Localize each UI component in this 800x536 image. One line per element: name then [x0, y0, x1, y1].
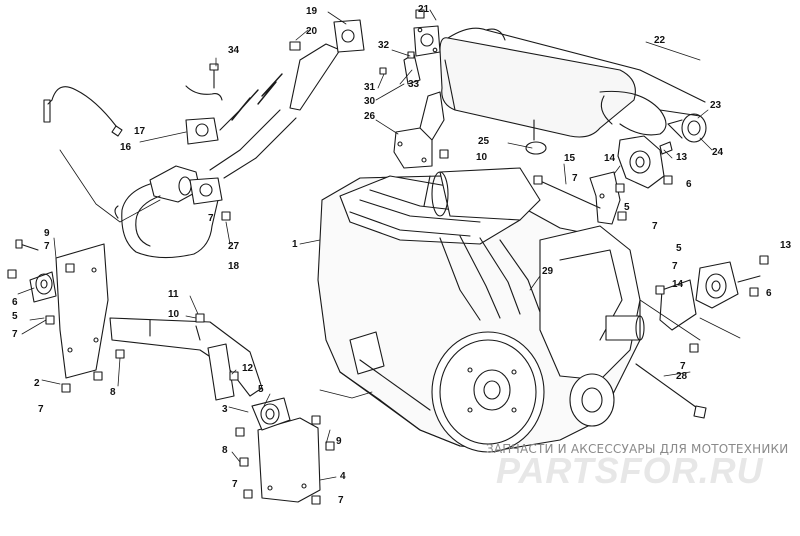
callout-7e: 7 — [338, 495, 344, 506]
callout-13a: 13 — [676, 152, 688, 163]
callout-19: 19 — [306, 6, 318, 17]
callout-7c: 7 — [38, 404, 44, 415]
exhaust-flange-19 — [333, 19, 365, 53]
bolt-34 — [185, 63, 223, 101]
callout-17: 17 — [134, 126, 146, 137]
long-bolt-15 — [533, 175, 601, 209]
callout-10b: 10 — [476, 152, 488, 163]
callout-7j: 7 — [208, 213, 214, 224]
callout-1: 1 — [292, 239, 298, 250]
muffler-inlet-flange — [413, 25, 441, 57]
callout-16: 16 — [120, 142, 132, 153]
watermark-caption: ЗАПЧАСТИ И АКСЕССУАРЫ ДЛЯ МОТОТЕХНИКИ — [486, 442, 789, 456]
callout-34: 34 — [228, 45, 240, 56]
callout-12: 12 — [242, 363, 254, 374]
muffler-isolator — [525, 119, 547, 155]
right-engine-mount — [659, 261, 761, 331]
callout-31: 31 — [364, 82, 376, 93]
callout-21: 21 — [418, 4, 430, 15]
callout-32: 32 — [378, 40, 390, 51]
callout-22: 22 — [654, 35, 666, 46]
exhaust-header — [114, 165, 219, 259]
long-bolt-28 — [635, 363, 707, 419]
rear-mount-bracket — [589, 135, 665, 225]
callout-10a: 10 — [168, 309, 180, 320]
callout-27: 27 — [228, 241, 240, 252]
callout-11: 11 — [168, 289, 179, 300]
callout-7b: 7 — [12, 329, 18, 340]
callout-2: 2 — [34, 378, 40, 389]
callout-6b: 6 — [686, 179, 692, 190]
front-crossmember — [109, 317, 263, 401]
callout-20: 20 — [306, 26, 318, 37]
spark-arrestor-tip — [667, 113, 707, 143]
callout-6c: 6 — [766, 288, 772, 299]
callout-6a: 6 — [12, 297, 18, 308]
callout-15: 15 — [564, 153, 576, 164]
callout-4: 4 — [340, 471, 346, 482]
callout-5a: 5 — [258, 384, 264, 395]
callout-5d: 5 — [624, 202, 630, 213]
watermark-logo: PARTSFOR.RU — [496, 450, 764, 491]
leader-lines — [17, 9, 741, 481]
callout-14b: 14 — [672, 279, 684, 290]
callout-13b: 13 — [780, 240, 792, 251]
callout-7i: 7 — [680, 361, 686, 372]
callout-29: 29 — [542, 266, 554, 277]
callout-5c: 5 — [676, 243, 682, 254]
callout-23: 23 — [710, 100, 722, 111]
callout-7g: 7 — [652, 221, 658, 232]
callout-24: 24 — [712, 147, 724, 158]
muffler-bracket — [393, 53, 445, 169]
callout-33: 33 — [408, 79, 420, 90]
left-mount-plate — [15, 239, 109, 379]
callout-25: 25 — [478, 136, 490, 147]
exhaust-gasket — [185, 117, 219, 145]
lower-mount-plate — [251, 397, 321, 503]
engine-block — [317, 167, 645, 453]
muffler-assembly — [439, 27, 706, 138]
callout-3: 3 — [222, 404, 228, 415]
callout-7h: 7 — [672, 261, 678, 272]
callout-8b: 8 — [222, 445, 228, 456]
callout-7f: 7 — [572, 173, 578, 184]
exhaust-pipe — [209, 43, 341, 179]
callout-26: 26 — [364, 111, 376, 122]
callout-18: 18 — [228, 261, 240, 272]
callout-30: 30 — [364, 96, 376, 107]
callout-14a: 14 — [604, 153, 616, 164]
callout-7a: 7 — [44, 241, 50, 252]
callout-5b: 5 — [12, 311, 18, 322]
callout-9a: 9 — [44, 228, 50, 239]
header-gasket — [189, 177, 223, 205]
oxygen-sensor — [43, 86, 123, 137]
callout-28: 28 — [676, 371, 688, 382]
callout-9b: 9 — [336, 436, 342, 447]
callout-8a: 8 — [110, 387, 116, 398]
callout-7d: 7 — [232, 479, 238, 490]
hardware — [7, 9, 769, 505]
